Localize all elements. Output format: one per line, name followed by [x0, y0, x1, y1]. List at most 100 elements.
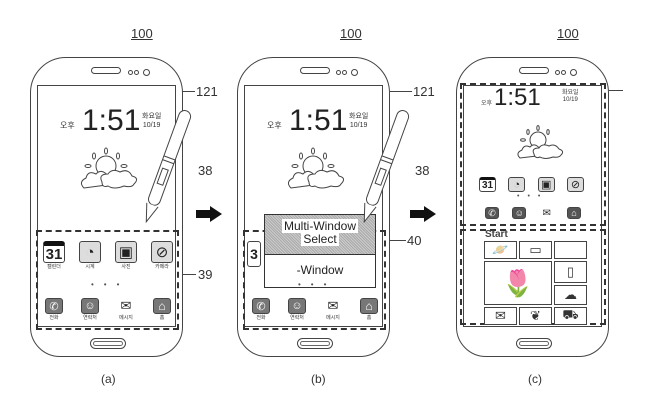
clock-time: 1:51 [494, 84, 541, 111]
speaker [300, 67, 330, 74]
calendar-icon: 31 [43, 241, 65, 263]
caption-a: (a) [101, 372, 116, 386]
arrow-right-icon [196, 206, 222, 222]
dock-message[interactable]: ✉메시지 [324, 298, 342, 321]
people-tile[interactable]: ❦ [519, 307, 552, 325]
page-indicator: ••• [298, 280, 337, 289]
app-blocked[interactable]: ⊘카메라 [151, 241, 173, 270]
phone-icon: ✆ [45, 298, 63, 314]
folder-tile[interactable]: ▯ [554, 261, 587, 283]
sensor [555, 70, 560, 75]
home-icon: ⌂ [360, 298, 378, 314]
camera-icon[interactable]: ▣ [537, 177, 555, 192]
leader-line [182, 91, 195, 92]
dock-contacts[interactable]: ☺연락처 [81, 298, 99, 321]
weather-icon [517, 125, 564, 159]
dock: ✆전화 ☺연락처 ✉메시지 ⌂홈 [45, 298, 171, 321]
contacts-icon: ☺ [288, 298, 306, 314]
caption-b: (b) [311, 372, 326, 386]
dock-phone[interactable]: ✆전화 [252, 298, 270, 321]
blocked-icon[interactable]: ⊘ [566, 177, 584, 192]
app-row: 31 ◔ ▣ ⊘ [479, 177, 584, 192]
stylus-pen-b [363, 110, 410, 224]
home-button[interactable] [90, 338, 126, 349]
clock-time: 1:51 [289, 104, 348, 137]
leader-line [390, 91, 412, 92]
figure-ref-a: 100 [131, 26, 153, 41]
dock-home[interactable]: ⌂홈 [153, 298, 171, 321]
weather-icon [287, 147, 345, 189]
window-option[interactable]: -Window [296, 263, 344, 277]
speaker [519, 67, 549, 74]
page-indicator: ••• [517, 193, 549, 200]
message-icon[interactable]: ✉ [539, 207, 554, 219]
home-button[interactable] [297, 338, 333, 349]
contacts-icon[interactable]: ☺ [512, 207, 527, 219]
dock-home[interactable]: ⌂홈 [360, 298, 378, 321]
page-indicator: ••• [91, 280, 130, 289]
cloud-tile[interactable]: ☁ [554, 285, 587, 305]
sensor [134, 70, 139, 75]
ampm: 오후 [267, 121, 282, 130]
message-icon: ✉ [324, 298, 342, 314]
ref-40: 40 [407, 233, 422, 248]
ampm: 오후 [481, 101, 493, 107]
message-icon: ✉ [117, 298, 135, 314]
clock-icon[interactable]: ◔ [508, 177, 526, 192]
figure-ref-b: 100 [340, 26, 362, 41]
dock-contacts[interactable]: ☺연락처 [288, 298, 306, 321]
cars-tile[interactable]: ⛟ [554, 307, 587, 325]
sensor [336, 70, 341, 75]
blank-tile[interactable] [554, 241, 587, 259]
clock-time: 1:51 [82, 104, 141, 137]
leader-line [390, 240, 406, 241]
window-tile[interactable]: ▭ [519, 241, 552, 259]
ref-39: 39 [198, 267, 213, 282]
weather-icon [80, 147, 138, 189]
ref-38-a: 38 [198, 163, 213, 178]
top-window-region[interactable] [460, 83, 606, 226]
leader-line [182, 274, 196, 275]
speaker [91, 67, 121, 74]
calendar-icon[interactable]: 31 [479, 177, 496, 192]
home-icon[interactable]: ⌂ [566, 207, 581, 219]
ref-121-a: 121 [196, 84, 218, 99]
home-button[interactable] [516, 338, 552, 349]
start-label: Start [485, 229, 508, 240]
dock: ✆전화 ☺연락처 ✉메시지 ⌂홈 [252, 298, 378, 321]
camera [143, 69, 150, 76]
app-photo[interactable]: ▣사진 [115, 241, 137, 270]
clock-icon: ◔ [79, 241, 101, 263]
ref-121-b: 121 [413, 84, 435, 99]
mail-tile[interactable]: ✉ [484, 307, 517, 325]
leader-line [609, 90, 623, 91]
sensor [342, 70, 347, 75]
calendar-icon-partial[interactable]: 3 [247, 241, 261, 267]
phone-icon[interactable]: ✆ [485, 207, 499, 219]
app-clock[interactable]: ◔시계 [79, 241, 101, 270]
dock: ✆ ☺ ✉ ⌂ [485, 207, 581, 219]
ampm: 오후 [60, 121, 75, 130]
planet-tile[interactable]: 🪐 [484, 241, 517, 259]
sensor [561, 70, 566, 75]
contacts-icon: ☺ [81, 298, 99, 314]
region-39[interactable] [36, 230, 179, 330]
flowers-photo-tile[interactable]: 🌷 [484, 261, 552, 305]
arrow-right-icon [410, 206, 436, 222]
blocked-icon: ⊘ [151, 241, 173, 263]
tile-grid: 🪐 ▭ 🌷 ▯ ☁ ✉ ❦ ⛟ [484, 241, 590, 325]
dock-phone[interactable]: ✆전화 [45, 298, 63, 321]
phone-icon: ✆ [252, 298, 270, 314]
dock-message[interactable]: ✉메시지 [117, 298, 135, 321]
stylus-pen-a [145, 110, 192, 224]
